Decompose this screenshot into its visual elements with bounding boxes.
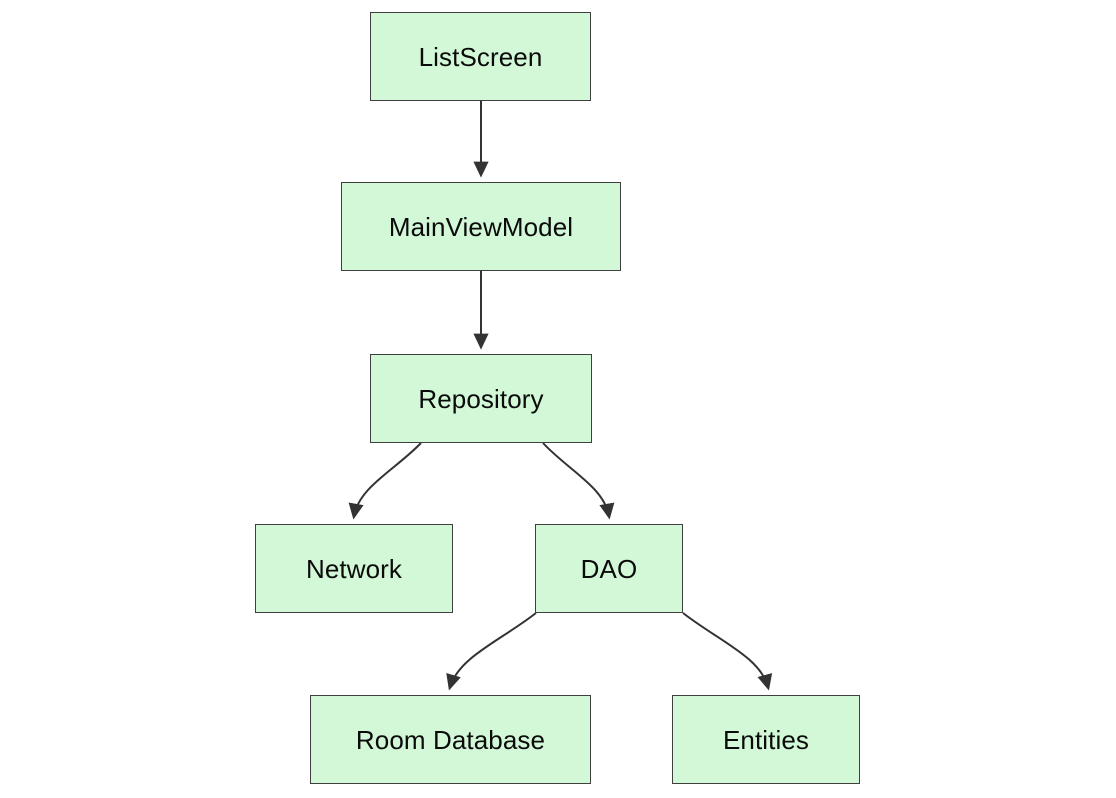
- edge-dao-entities: [682, 612, 773, 691]
- node-label-dao: DAO: [580, 553, 638, 584]
- node-entities[interactable]: Entities: [672, 695, 860, 784]
- node-label-entities: Entities: [722, 724, 810, 755]
- edge-repository-network: [348, 442, 422, 520]
- node-label-repository: Repository: [418, 383, 544, 414]
- node-label-network: Network: [305, 553, 403, 584]
- node-label-roomdatabase: Room Database: [355, 724, 546, 755]
- node-dao[interactable]: DAO: [535, 524, 683, 613]
- node-listscreen[interactable]: ListScreen: [370, 12, 591, 101]
- edge-dao-roomdatabase: [446, 612, 537, 691]
- node-label-listscreen: ListScreen: [418, 41, 543, 72]
- edge-repository-dao: [542, 442, 615, 520]
- node-network[interactable]: Network: [255, 524, 453, 613]
- node-repository[interactable]: Repository: [370, 354, 592, 443]
- node-label-mainviewmodel: MainViewModel: [388, 211, 574, 242]
- node-roomdatabase[interactable]: Room Database: [310, 695, 591, 784]
- node-mainviewmodel[interactable]: MainViewModel: [341, 182, 621, 271]
